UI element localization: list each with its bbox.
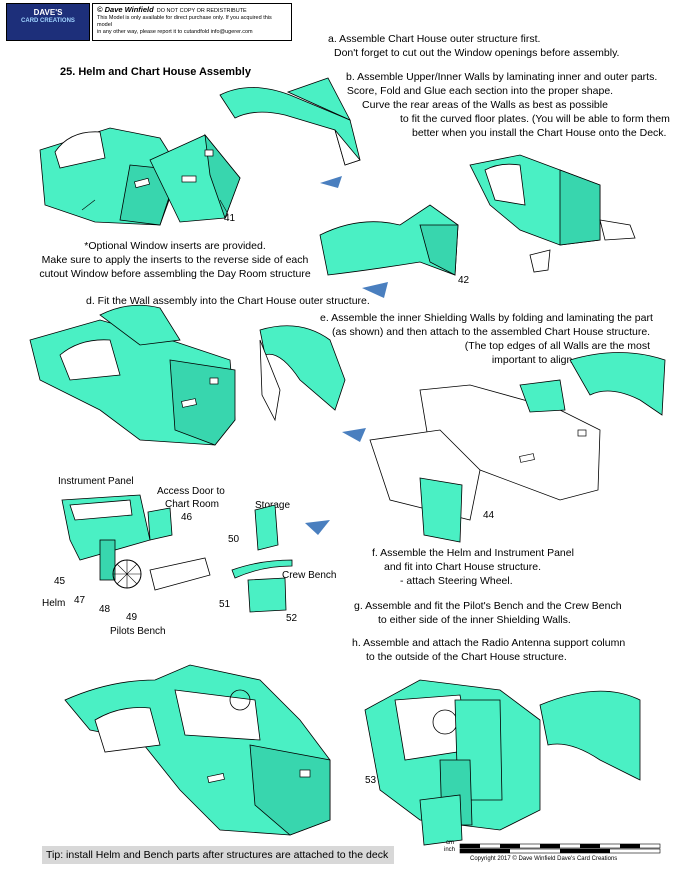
assembly-step-d — [29, 304, 346, 446]
part-number-49: 49 — [126, 612, 138, 623]
copyright-notice-box: © Dave Winfield DO NOT COPY OR REDISTRIB… — [92, 3, 292, 41]
fine-print-2: in any other way, please report it to cu… — [97, 29, 253, 35]
assembly-step-e — [369, 352, 666, 543]
part-number-46: 46 — [181, 512, 193, 523]
part-43-assembled-walls — [469, 154, 636, 273]
part-41-wall-panel — [149, 133, 241, 223]
part-number-47: 47 — [74, 595, 86, 606]
step-b-line5: better when you install the Chart House … — [412, 127, 667, 139]
step-a-line2: Don't forget to cut out the Window openi… — [334, 47, 620, 59]
final-assembly-right — [364, 679, 641, 846]
step-b-line3: Curve the rear areas of the Walls as bes… — [362, 99, 608, 111]
optional-note-line3: cutout Window before assembling the Day … — [39, 268, 311, 280]
step-b-line2: Score, Fold and Glue each section into t… — [346, 85, 614, 97]
part-upper-walls — [219, 77, 361, 166]
label-crew-bench: Crew Bench — [282, 570, 337, 581]
step-g-line2: to either side of the inner Shielding Wa… — [378, 614, 571, 626]
optional-note-line1: *Optional Window inserts are provided. — [84, 240, 266, 252]
arrow-step-d — [362, 282, 388, 298]
logo-line1: DAVE'S — [33, 8, 63, 17]
label-pilots-bench: Pilots Bench — [110, 626, 166, 637]
brand-logo: DAVE'S CARD CREATIONS — [6, 3, 90, 41]
step-a-line1: a. Assemble Chart House outer structure … — [328, 33, 541, 45]
step-h-line2: to the outside of the Chart House struct… — [366, 651, 567, 663]
step-b-line1: b. Assemble Upper/Inner Walls by laminat… — [346, 71, 658, 83]
label-instrument-panel: Instrument Panel — [58, 476, 134, 487]
label-access-door-1: Access Door to — [157, 486, 225, 497]
notice-text: DO NOT COPY OR REDISTRIBUTE — [156, 8, 247, 14]
part-number-48: 48 — [99, 604, 111, 615]
tip-banner: Tip: install Helm and Bench parts after … — [42, 846, 394, 864]
part-number-52: 52 — [286, 613, 298, 624]
part-number-42: 42 — [458, 275, 470, 286]
instrument-panel-group — [61, 494, 293, 613]
fine-print-1: This Model is only available for direct … — [97, 15, 272, 28]
label-helm: Helm — [42, 598, 66, 609]
step-e-line2: (as shown) and then attach to the assemb… — [332, 326, 651, 338]
step-f-line2: and fit into Chart House structure. — [384, 561, 541, 573]
arrow-step-b — [320, 176, 342, 188]
scale-inch-label: inch — [444, 847, 456, 853]
arrow-step-e — [342, 428, 366, 442]
part-number-45: 45 — [54, 576, 66, 587]
part-number-41: 41 — [224, 213, 236, 224]
part-number-51: 51 — [219, 599, 231, 610]
label-access-door-2: Chart Room — [165, 499, 219, 510]
step-e-line1: e. Assemble the inner Shielding Walls by… — [320, 312, 653, 324]
credit-text: © Dave Winfield — [97, 5, 154, 14]
page-title: 25. Helm and Chart House Assembly — [60, 66, 251, 78]
step-h-line1: h. Assemble and attach the Radio Antenna… — [352, 637, 626, 649]
part-number-53: 53 — [365, 775, 377, 786]
part-number-50: 50 — [228, 534, 240, 545]
copyright-footer: Copyright 2017 © Dave Winfield Dave's Ca… — [470, 856, 618, 862]
part-42-inner-wall — [319, 204, 459, 276]
final-assembly-left — [64, 664, 331, 836]
scale-cm-label: cm — [446, 840, 454, 846]
step-g-line1: g. Assemble and fit the Pilot's Bench an… — [354, 600, 622, 612]
logo-line2: CARD CREATIONS — [21, 18, 75, 24]
step-f-line3: - attach Steering Wheel. — [400, 575, 513, 587]
step-e-line3: (The top edges of all Walls are the most — [464, 340, 650, 352]
part-number-44: 44 — [483, 510, 495, 521]
step-f-line1: f. Assemble the Helm and Instrument Pane… — [372, 547, 574, 559]
scale-bar — [459, 843, 661, 854]
step-d: d. Fit the Wall assembly into the Chart … — [86, 295, 370, 307]
arrow-step-f — [305, 520, 330, 535]
step-b-line4: to fit the curved floor plates. (You wil… — [400, 113, 670, 125]
optional-note-line2: Make sure to apply the inserts to the re… — [41, 254, 309, 266]
